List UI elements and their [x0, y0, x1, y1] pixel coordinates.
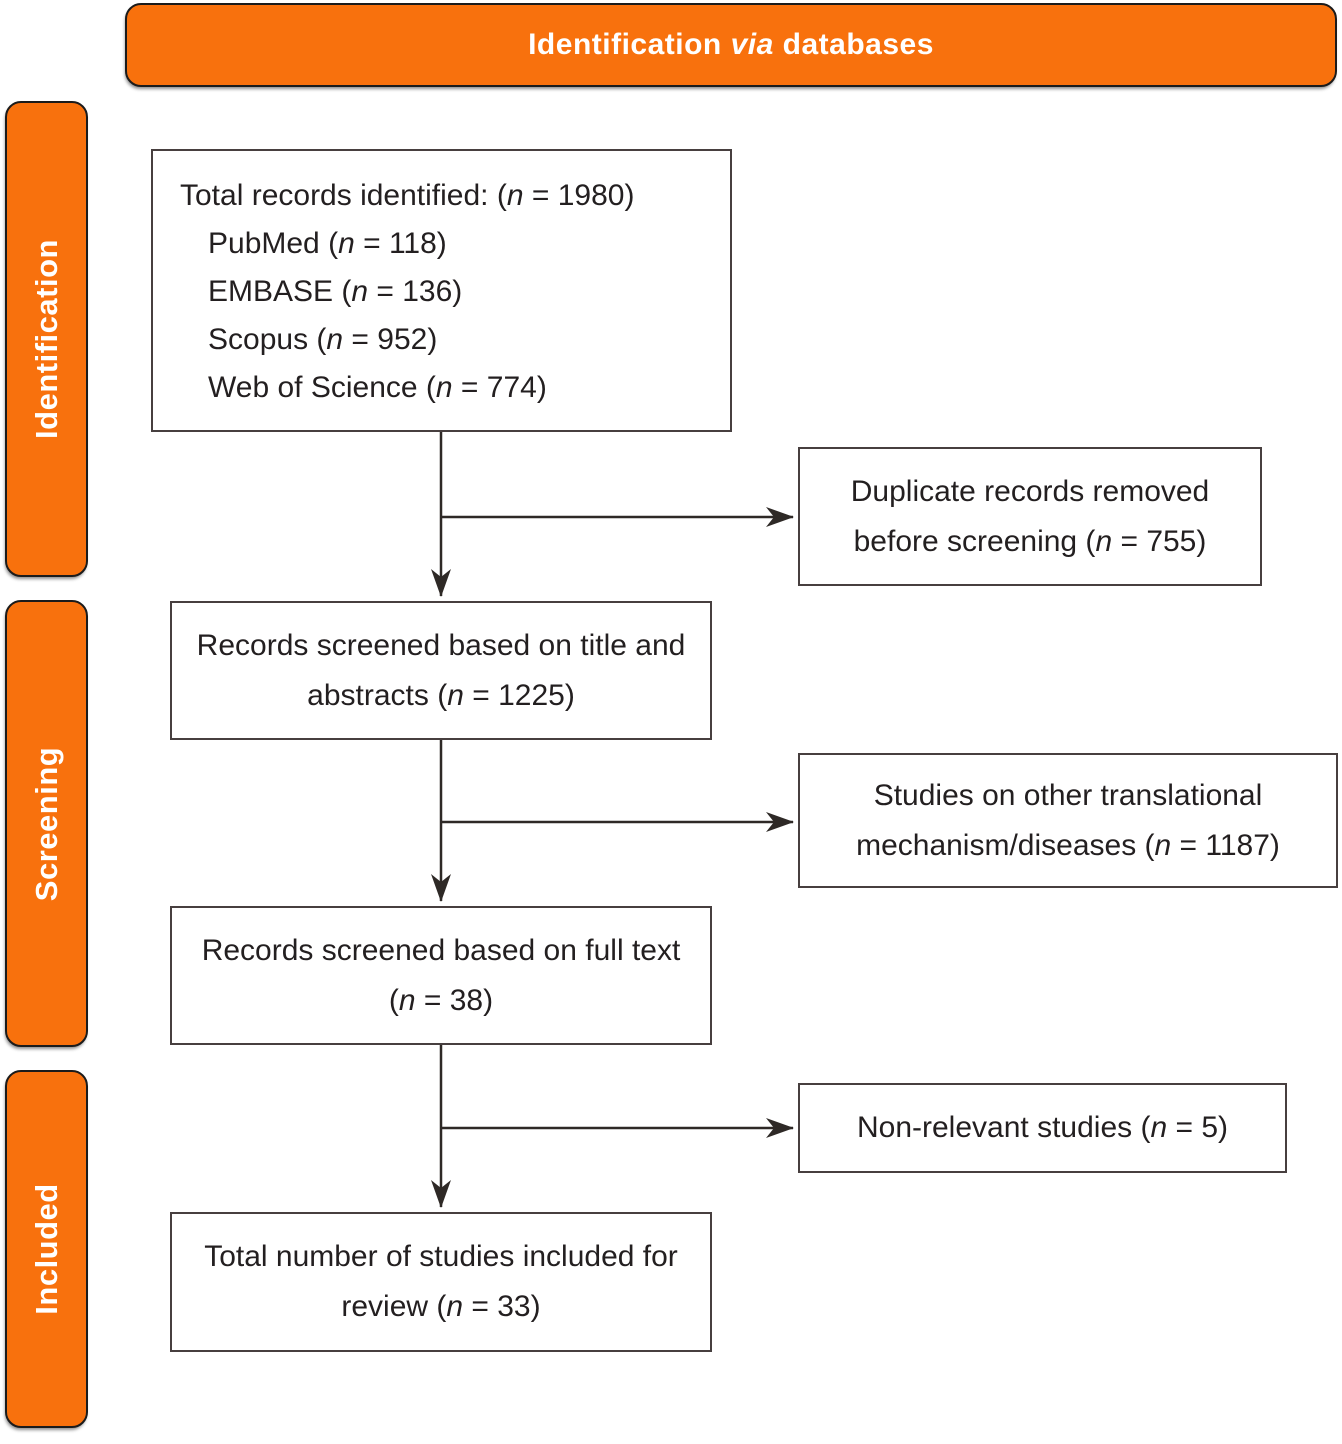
banner-identification-via-databases: Identification via databases: [125, 3, 1337, 87]
box-records-screened-title-abstracts: Records screened based on title and abst…: [170, 601, 712, 740]
box-studies-other-mechanisms: Studies on other translational mechanism…: [798, 753, 1338, 888]
records-pubmed-line: PubMed (n = 118): [208, 227, 447, 260]
records-total-line: Total records identified: (n = 1980): [180, 179, 635, 212]
phase-label-identification: Identification: [5, 101, 88, 577]
phase-label-included-text: Included: [28, 1183, 64, 1315]
box-duplicate-records-removed: Duplicate records removed before screeni…: [798, 447, 1262, 586]
phase-label-screening-text: Screening: [28, 746, 64, 901]
phase-label-identification-text: Identification: [28, 239, 64, 439]
box-non-relevant-studies: Non-relevant studies (n = 5): [798, 1083, 1287, 1173]
box-records-screened-full-text: Records screened based on full text (n =…: [170, 906, 712, 1045]
box-total-studies-included: Total number of studies included for rev…: [170, 1212, 712, 1352]
box-total-records-identified: Total records identified: (n = 1980) Pub…: [151, 149, 732, 432]
box-non-relevant-studies-text: Non-relevant studies (n = 5): [856, 1111, 1229, 1144]
box-records-screened-full-text-text: Records screened based on full text (n =…: [201, 933, 681, 1017]
box-records-screened-title-abstracts-text: Records screened based on title and abst…: [196, 628, 686, 712]
box-studies-other-mechanisms-text: Studies on other translational mechanism…: [856, 778, 1280, 862]
phase-label-screening: Screening: [5, 600, 88, 1047]
banner-title: Identification via databases: [528, 28, 934, 61]
records-embase-line: EMBASE (n = 136): [208, 275, 463, 308]
records-wos-line: Web of Science (n = 774): [208, 371, 547, 404]
records-scopus-line: Scopus (n = 952): [208, 323, 438, 356]
box-total-studies-included-text: Total number of studies included for rev…: [204, 1240, 678, 1323]
box-duplicate-records-removed-text: Duplicate records removed before screeni…: [850, 474, 1210, 558]
phase-label-included: Included: [5, 1070, 88, 1428]
